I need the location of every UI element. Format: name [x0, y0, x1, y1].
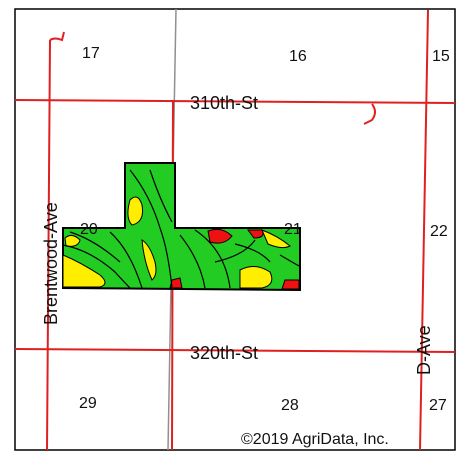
section-labels: 15 16 17 20 21 22 27 28 29	[79, 45, 450, 414]
soil-zones	[62, 196, 300, 290]
road-label-310th: 310th-St	[190, 93, 258, 113]
road-320th	[14, 348, 456, 353]
yellow-zone	[141, 239, 157, 281]
section-16: 16	[289, 48, 307, 65]
section-27: 27	[429, 397, 447, 414]
section-15: 15	[432, 48, 450, 65]
road-labels: 310th-St 320th-St Brentwood-Ave D-Ave	[41, 93, 434, 375]
copyright-text: ©2019 AgriData, Inc.	[241, 431, 389, 448]
red-zone	[247, 229, 264, 239]
section-17: 17	[82, 45, 100, 62]
yellow-zone	[239, 266, 273, 289]
section-20: 20	[80, 221, 98, 238]
field-polygon	[62, 162, 301, 292]
road-brentwood	[46, 39, 51, 451]
red-zone	[169, 277, 183, 289]
road-hook-n	[363, 103, 376, 125]
road-label-d-ave: D-Ave	[414, 325, 434, 375]
road-label-320th: 320th-St	[190, 343, 258, 363]
section-22: 22	[430, 223, 448, 240]
section-28: 28	[281, 397, 299, 414]
road-label-brentwood: Brentwood-Ave	[41, 202, 61, 325]
yellow-zone	[127, 196, 143, 226]
section-29: 29	[79, 395, 97, 412]
red-zone	[207, 228, 233, 244]
road-310th	[14, 99, 456, 104]
section-21: 21	[284, 221, 302, 238]
road-hook-nw	[49, 31, 65, 42]
soil-contours	[62, 169, 300, 289]
road-d-ave	[419, 9, 429, 451]
red-zone	[281, 279, 300, 290]
yellow-zone	[62, 254, 106, 288]
yellow-zone	[261, 229, 291, 249]
